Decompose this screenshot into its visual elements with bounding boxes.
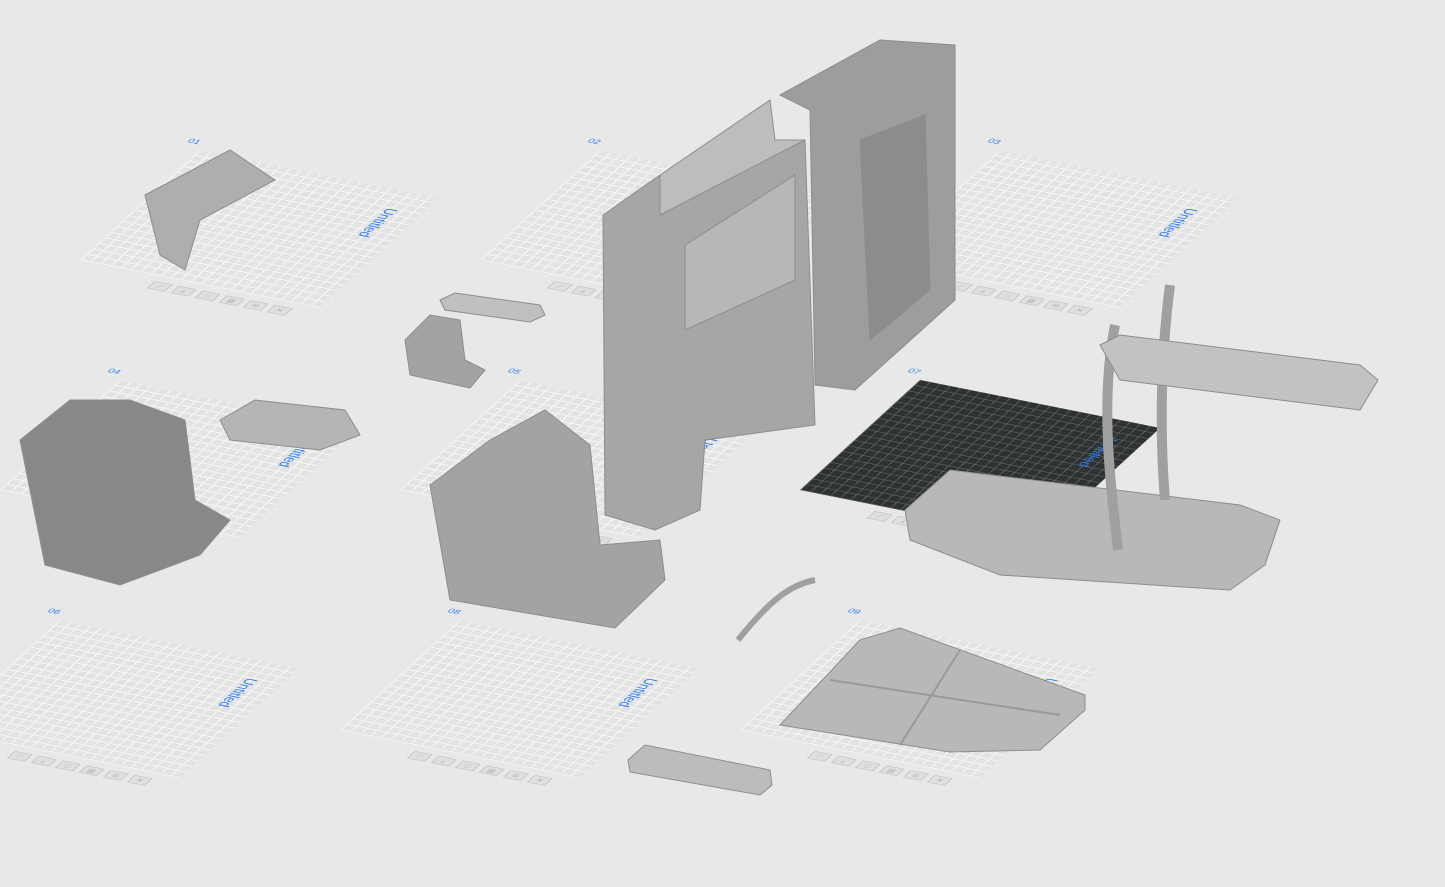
model-small-console[interactable] (404, 314, 486, 389)
model-rack[interactable] (735, 577, 816, 642)
model-footrest-active[interactable] (1099, 334, 1379, 411)
model-pedal-base-small[interactable] (219, 399, 361, 451)
model-frame-left-top[interactable] (659, 99, 806, 216)
model-panel-grooves (829, 649, 1061, 746)
model-footrest[interactable] (627, 744, 773, 796)
model-footrest-small[interactable] (439, 292, 546, 323)
model-shell[interactable] (19, 399, 231, 586)
model-frame-right-window (859, 114, 931, 342)
model-console[interactable] (429, 409, 666, 629)
model-panel[interactable] (778, 627, 1086, 753)
model-pedal-base[interactable] (904, 469, 1281, 591)
model-frame-left-window (684, 174, 796, 331)
model-seat[interactable] (144, 149, 276, 271)
